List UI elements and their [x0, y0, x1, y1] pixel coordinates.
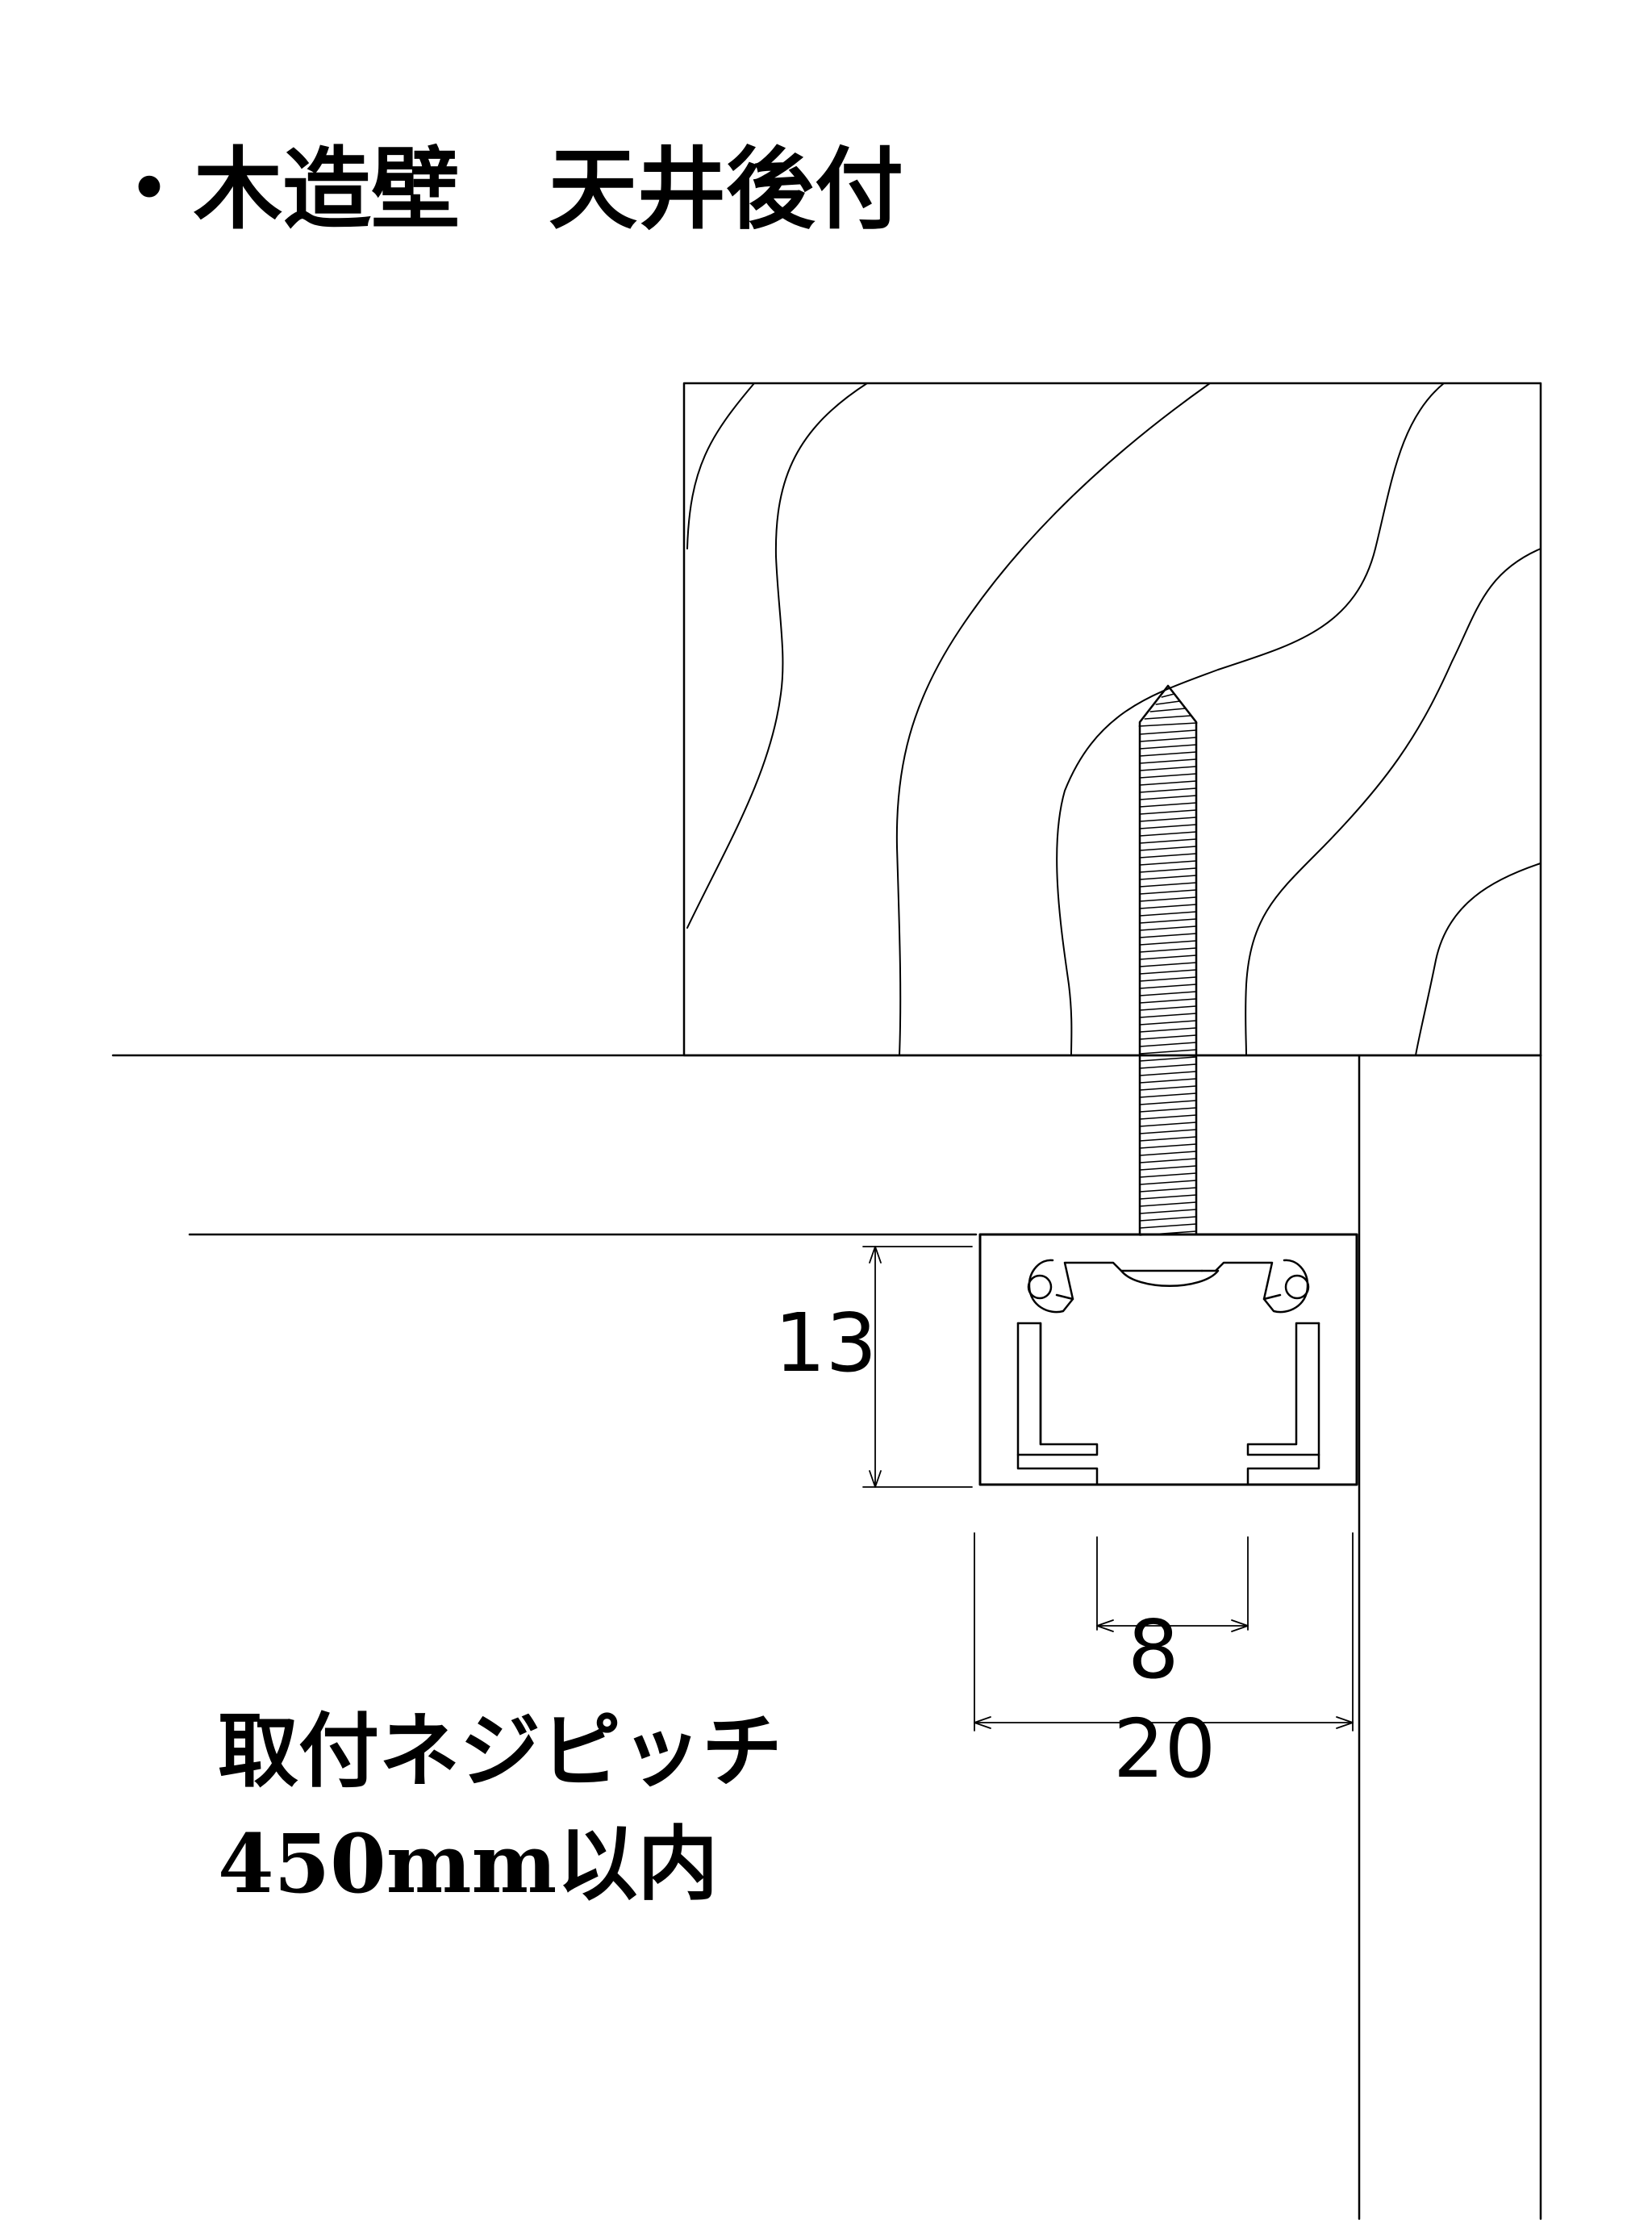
screw-tip-line: [1162, 694, 1174, 697]
screw-thread-line: [1140, 1108, 1196, 1112]
screw-thread-line: [1140, 999, 1196, 1003]
wood-grain: [687, 383, 1541, 1055]
wood-beam: [684, 383, 1541, 1055]
screw-thread-line: [1140, 817, 1196, 821]
screw-thread-line: [1140, 781, 1196, 785]
screw-thread-line: [1140, 825, 1196, 829]
screw-thread-line: [1140, 1159, 1196, 1163]
screw-thread-line: [1140, 846, 1196, 850]
screw-thread-line: [1140, 810, 1196, 814]
screw-thread-line: [1140, 890, 1196, 894]
screw-thread-line: [1140, 1137, 1196, 1141]
screw-thread-line: [1140, 1071, 1196, 1076]
screw-thread-line: [1140, 839, 1196, 843]
dimension-height-label: 13: [774, 1296, 878, 1390]
screw-thread-line: [1140, 984, 1196, 988]
dimension-opening-label: 8: [1128, 1602, 1179, 1697]
screw-thread-line: [1140, 868, 1196, 872]
rail-outer-box: [980, 1234, 1357, 1485]
screw-thread-line: [1140, 1195, 1196, 1199]
screw-thread-line: [1140, 1173, 1196, 1177]
page-title: ・木造壁 天井後付: [105, 138, 903, 241]
screw-thread-line: [1140, 854, 1196, 858]
screw-thread-line: [1140, 1209, 1196, 1213]
dimension-opening: [1097, 1537, 1248, 1631]
screw-pitch-note-line1: 取付ネジピッチ: [218, 1703, 782, 1798]
screw-thread-line: [1140, 1013, 1196, 1017]
screw-thread-line: [1140, 1028, 1196, 1032]
screw-thread-line: [1140, 1180, 1196, 1184]
screw-thread-line: [1140, 941, 1196, 945]
screw-thread-line: [1140, 1202, 1196, 1206]
screw-thread-line: [1140, 745, 1196, 749]
screw-thread-line: [1140, 970, 1196, 974]
screw-thread-line: [1140, 1086, 1196, 1090]
screw-thread-line: [1140, 897, 1196, 901]
screw-thread-line: [1140, 832, 1196, 836]
screw-thread-line: [1140, 1064, 1196, 1068]
screw-thread-line: [1140, 1217, 1196, 1221]
screw-thread-line: [1140, 1079, 1196, 1083]
screw-tip-line: [1156, 701, 1180, 704]
screw-thread-line: [1140, 948, 1196, 952]
screw-thread-line: [1140, 904, 1196, 909]
screw-thread-line: [1140, 992, 1196, 996]
screw-thread-line: [1140, 788, 1196, 792]
screw-thread-line: [1140, 912, 1196, 916]
screw-thread-line: [1140, 796, 1196, 800]
dimension-width: [974, 1533, 1353, 1731]
screw: [1139, 686, 1197, 1235]
screw-thread-line: [1140, 861, 1196, 865]
screw-thread-line: [1140, 737, 1196, 741]
dimension-width-label: 20: [1113, 1702, 1216, 1796]
screw-thread-line: [1140, 1130, 1196, 1134]
screw-thread-line: [1140, 730, 1196, 734]
screw-thread-line: [1140, 963, 1196, 967]
screw-thread-line: [1140, 1050, 1196, 1054]
screw-thread-line: [1140, 875, 1196, 879]
screw-thread-line: [1140, 1166, 1196, 1170]
screw-thread-line: [1140, 1093, 1196, 1097]
screw-thread-line: [1140, 1151, 1196, 1155]
screw-thread-line: [1140, 1144, 1196, 1148]
screw-thread-line: [1140, 1057, 1196, 1061]
screw-thread-line: [1140, 926, 1196, 930]
screw-thread-line: [1140, 752, 1196, 756]
screw-thread-line: [1140, 955, 1196, 959]
screw-thread-line: [1140, 883, 1196, 887]
screw-thread-line: [1140, 1006, 1196, 1010]
screw-thread-line: [1140, 774, 1196, 778]
screw-thread-line: [1140, 1035, 1196, 1039]
rail-profile: [1018, 1260, 1319, 1485]
screw-thread-line: [1140, 1115, 1196, 1119]
screw-tip-line: [1150, 708, 1186, 712]
screw-tip-line: [1145, 716, 1191, 719]
screw-pitch-note-line2: 450mm以内: [218, 1816, 719, 1911]
screw-thread-line: [1140, 1224, 1196, 1228]
screw-thread-line: [1140, 767, 1196, 771]
screw-thread-line: [1140, 919, 1196, 923]
screw-thread-line: [1140, 1042, 1196, 1046]
dimension-height: [863, 1247, 972, 1487]
screw-thread-line: [1140, 977, 1196, 981]
screw-thread-line: [1140, 934, 1196, 938]
screw-thread-line: [1140, 1188, 1196, 1192]
screw-thread-line: [1140, 1021, 1196, 1025]
screw-thread-line: [1140, 1101, 1196, 1105]
screw-tip-line: [1139, 723, 1197, 726]
screw-thread-line: [1140, 759, 1196, 763]
screw-thread-line: [1140, 803, 1196, 807]
screw-thread-line: [1140, 1122, 1196, 1126]
